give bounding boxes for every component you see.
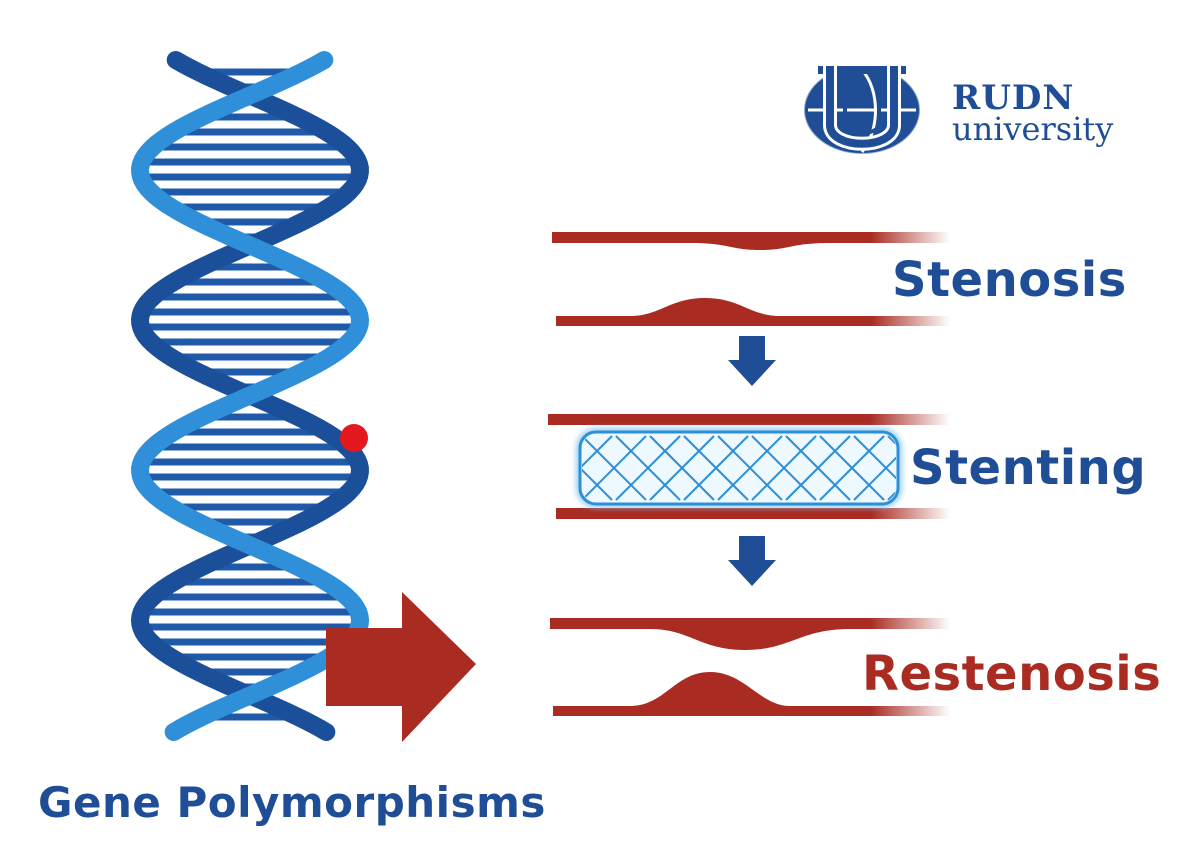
stent-strut (582, 435, 613, 501)
stent-strut (751, 435, 817, 501)
stent-strut (514, 436, 578, 500)
arrow-down-icon (728, 536, 776, 586)
stent-strut (717, 435, 783, 501)
stent-strut (649, 435, 715, 501)
mutation-dot (340, 424, 368, 452)
logo-text-rudn: RUDN (952, 78, 1075, 118)
gene-polymorphisms-label: Gene Polymorphisms (38, 778, 546, 827)
restenosis-label: Restenosis (862, 646, 1162, 702)
stent-strut (582, 435, 647, 501)
stent-strut (853, 435, 896, 501)
arrow-down-icon (728, 336, 776, 386)
stent-strut (819, 435, 885, 501)
stent-strut (683, 435, 749, 501)
arrow-right-icon (326, 592, 476, 742)
dna-helix-icon (130, 51, 370, 741)
stenting-label: Stenting (910, 440, 1147, 496)
stenting-vessel (548, 414, 950, 519)
rudn-globe-logo-icon (803, 65, 921, 155)
stent-strut (514, 436, 578, 500)
stent-strut (615, 435, 681, 501)
stent-strut (785, 435, 851, 501)
stent-strut (582, 435, 613, 501)
dna-strand-front (131, 51, 370, 741)
stenosis-vessel (552, 232, 950, 326)
stenosis-label: Stenosis (892, 252, 1127, 308)
stent-icon (514, 428, 902, 508)
logo-text-university: university (952, 110, 1114, 148)
restenosis-vessel (550, 618, 950, 716)
